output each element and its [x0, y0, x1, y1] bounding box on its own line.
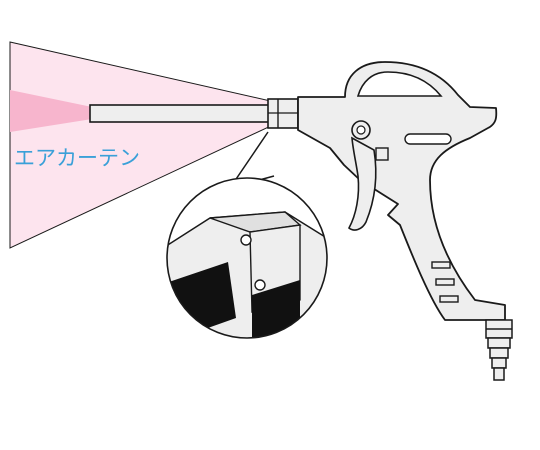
gun-barrel — [89, 104, 271, 123]
hose-coupler — [485, 319, 513, 381]
nozzle-detail-icon — [166, 177, 328, 339]
air-jet-core — [10, 90, 92, 132]
body-slot — [404, 133, 452, 145]
handle-loop — [356, 71, 443, 97]
grip-ribs — [431, 261, 459, 303]
nozzle-fitting — [267, 98, 299, 129]
trigger-lever — [347, 136, 377, 231]
gun-body — [297, 61, 506, 321]
trigger-pivot — [351, 120, 371, 140]
air-curtain-label: エアカーテン — [14, 146, 140, 170]
adjust-nut — [375, 147, 389, 161]
